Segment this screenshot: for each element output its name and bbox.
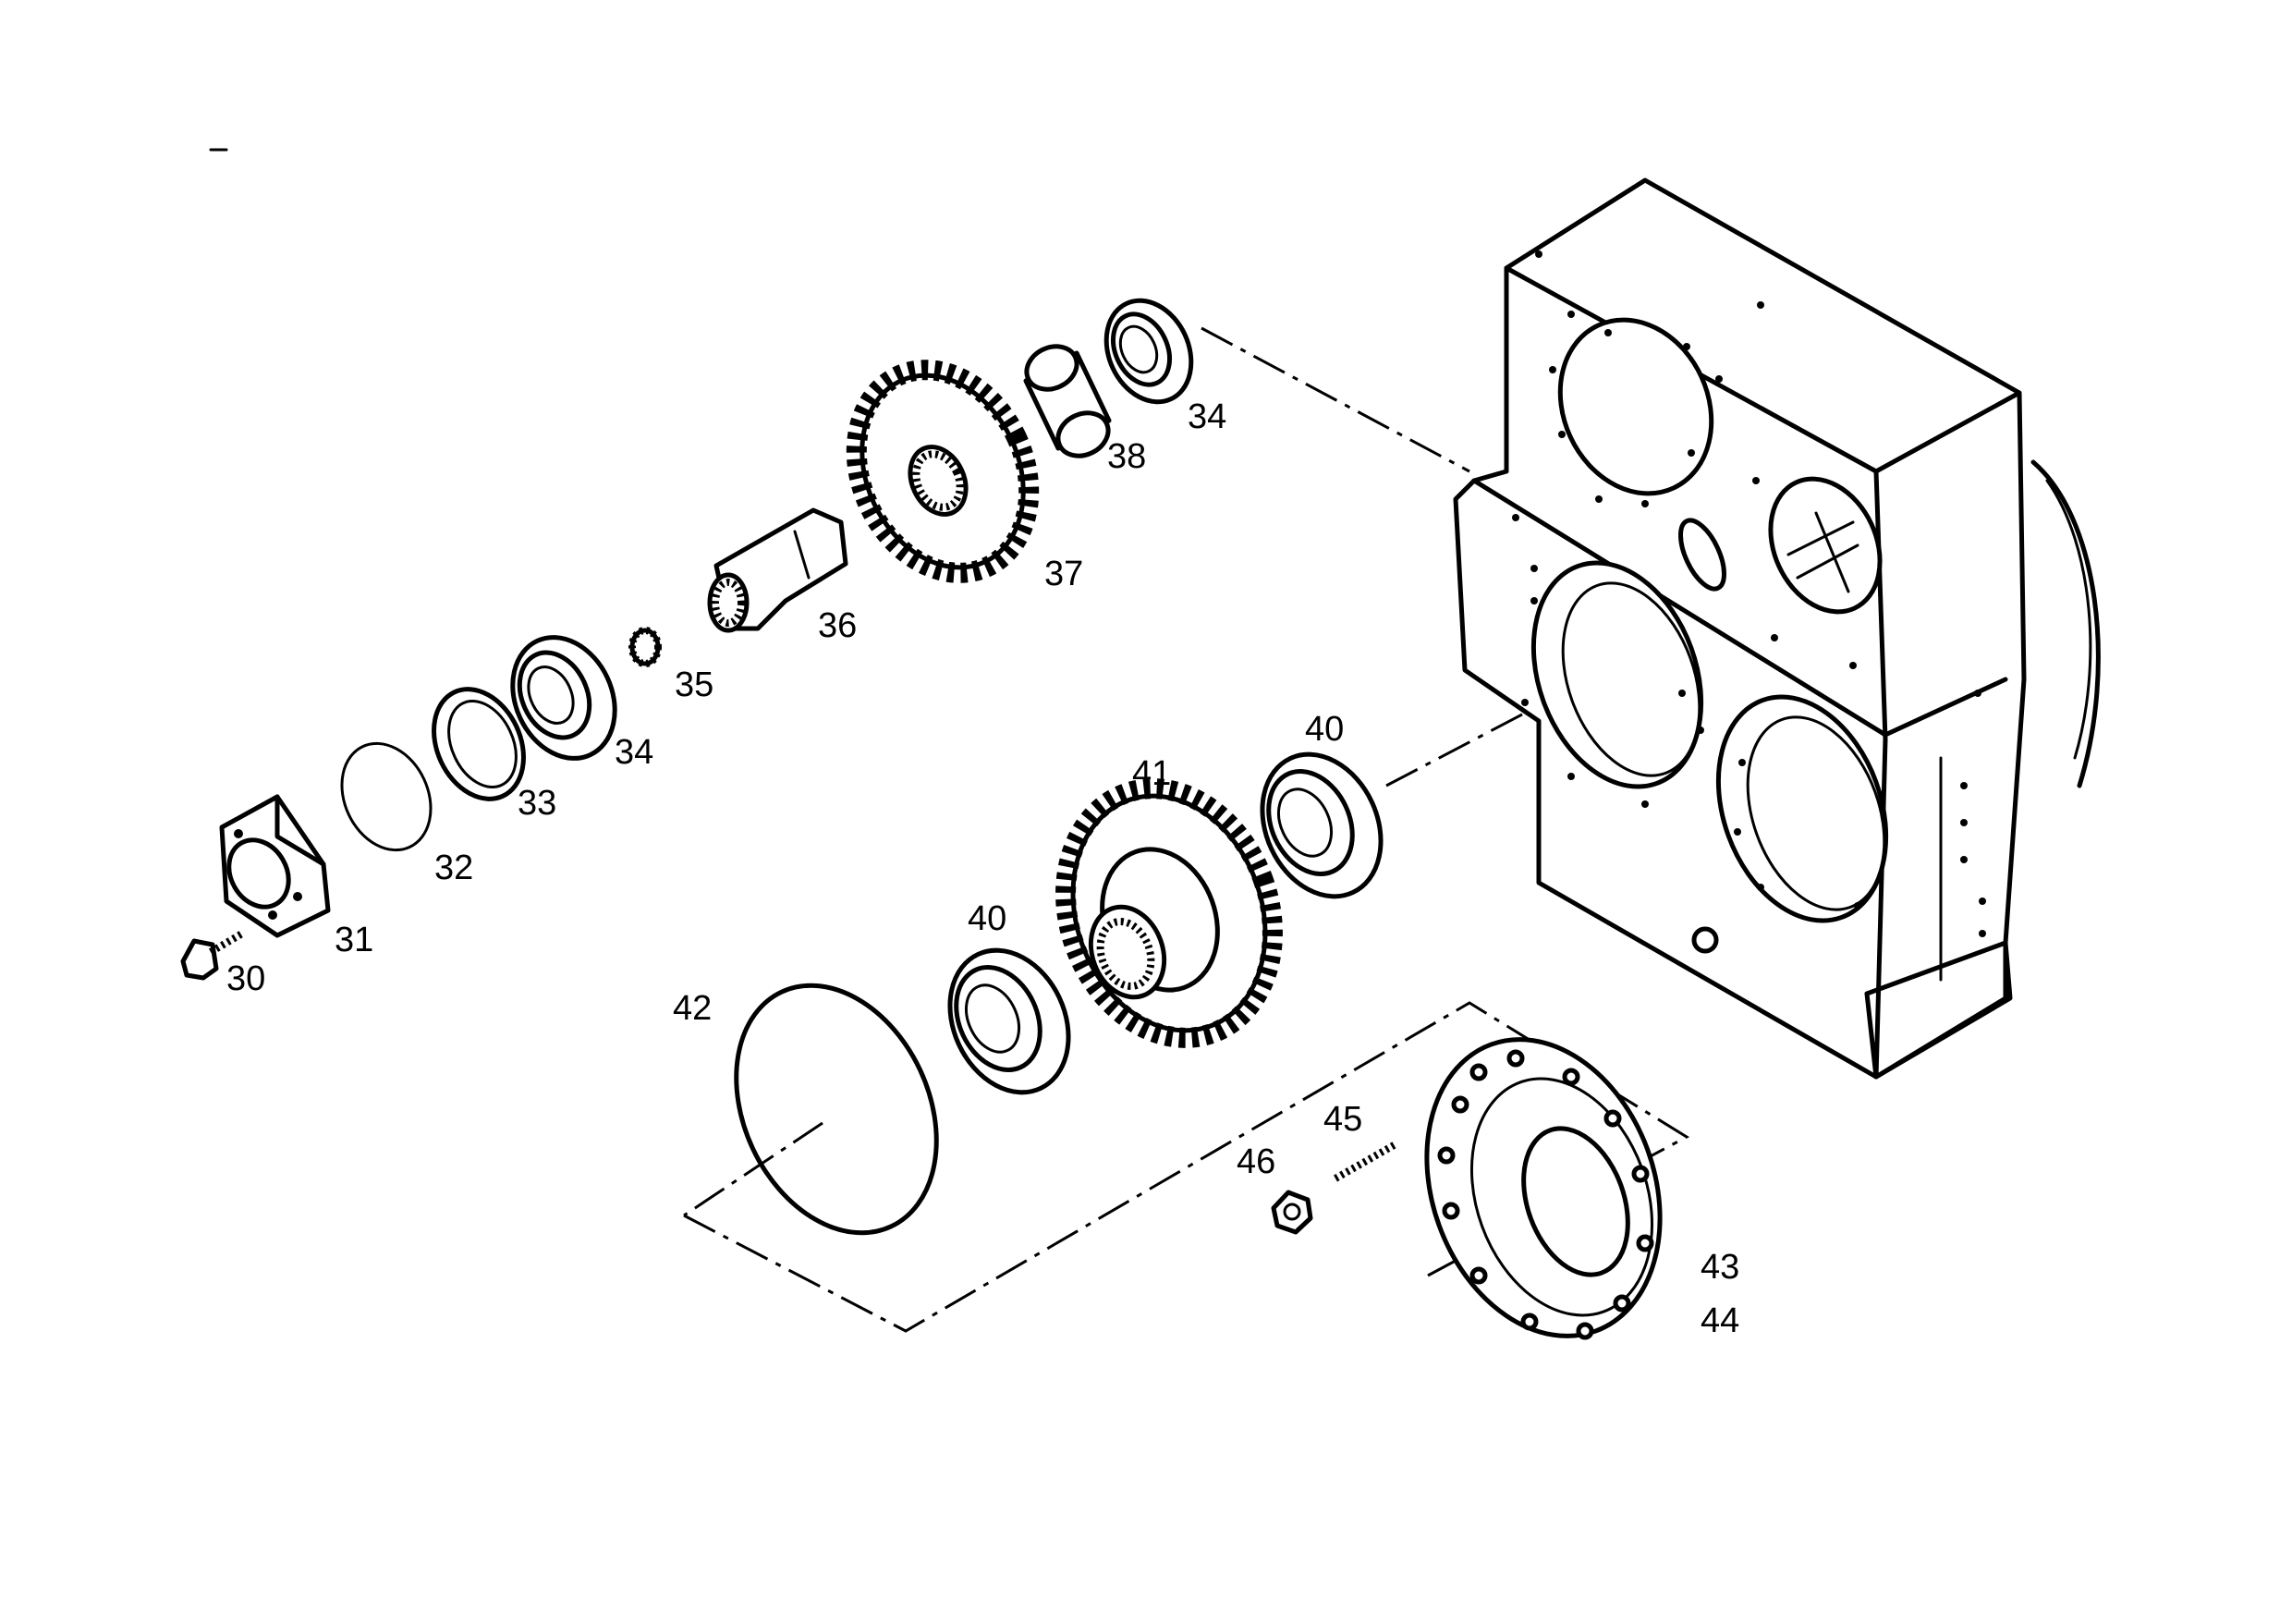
part-number-45: 45 <box>1323 1100 1363 1139</box>
gear-37 <box>846 360 1040 583</box>
part-number-31: 31 <box>335 921 374 959</box>
o-ring-42 <box>734 983 939 1236</box>
bearing-34-lower <box>510 635 617 761</box>
bearing-cap-31 <box>219 794 331 938</box>
part-number-42: 42 <box>673 989 713 1028</box>
part-number-37: 37 <box>1044 555 1084 593</box>
part-number-33: 33 <box>518 784 557 823</box>
bolt-30 <box>180 930 245 981</box>
nut-46 <box>1271 1190 1313 1235</box>
bearing-40-lower <box>947 947 1071 1095</box>
part-number-34: 34 <box>615 733 654 772</box>
cover-43 <box>1424 1037 1663 1340</box>
part-number-44: 44 <box>1701 1301 1740 1340</box>
circlip-33 <box>432 687 526 801</box>
o-ring-32 <box>340 741 433 852</box>
gearbox-housing <box>1453 177 2101 1080</box>
part-number-32: 32 <box>434 849 474 887</box>
gear-41 <box>1055 778 1283 1048</box>
sleeve-38 <box>1023 344 1112 458</box>
needle-sleeve-35 <box>628 627 662 667</box>
part-number-40: 40 <box>1305 710 1345 749</box>
part-number-41: 41 <box>1132 754 1172 793</box>
shaft-36 <box>707 507 848 633</box>
part-number-43: 43 <box>1701 1248 1740 1287</box>
part-number-36: 36 <box>818 606 858 645</box>
part-number-38: 38 <box>1107 437 1147 476</box>
part-number-40: 40 <box>968 899 1007 938</box>
part-number-34: 34 <box>1188 397 1227 436</box>
stud-45 <box>1334 1141 1397 1182</box>
bearing-34-upper <box>1103 298 1194 405</box>
part-number-35: 35 <box>675 665 714 704</box>
bearing-40-upper <box>1260 751 1384 899</box>
part-number-46: 46 <box>1237 1142 1276 1181</box>
part-number-30: 30 <box>226 959 266 998</box>
